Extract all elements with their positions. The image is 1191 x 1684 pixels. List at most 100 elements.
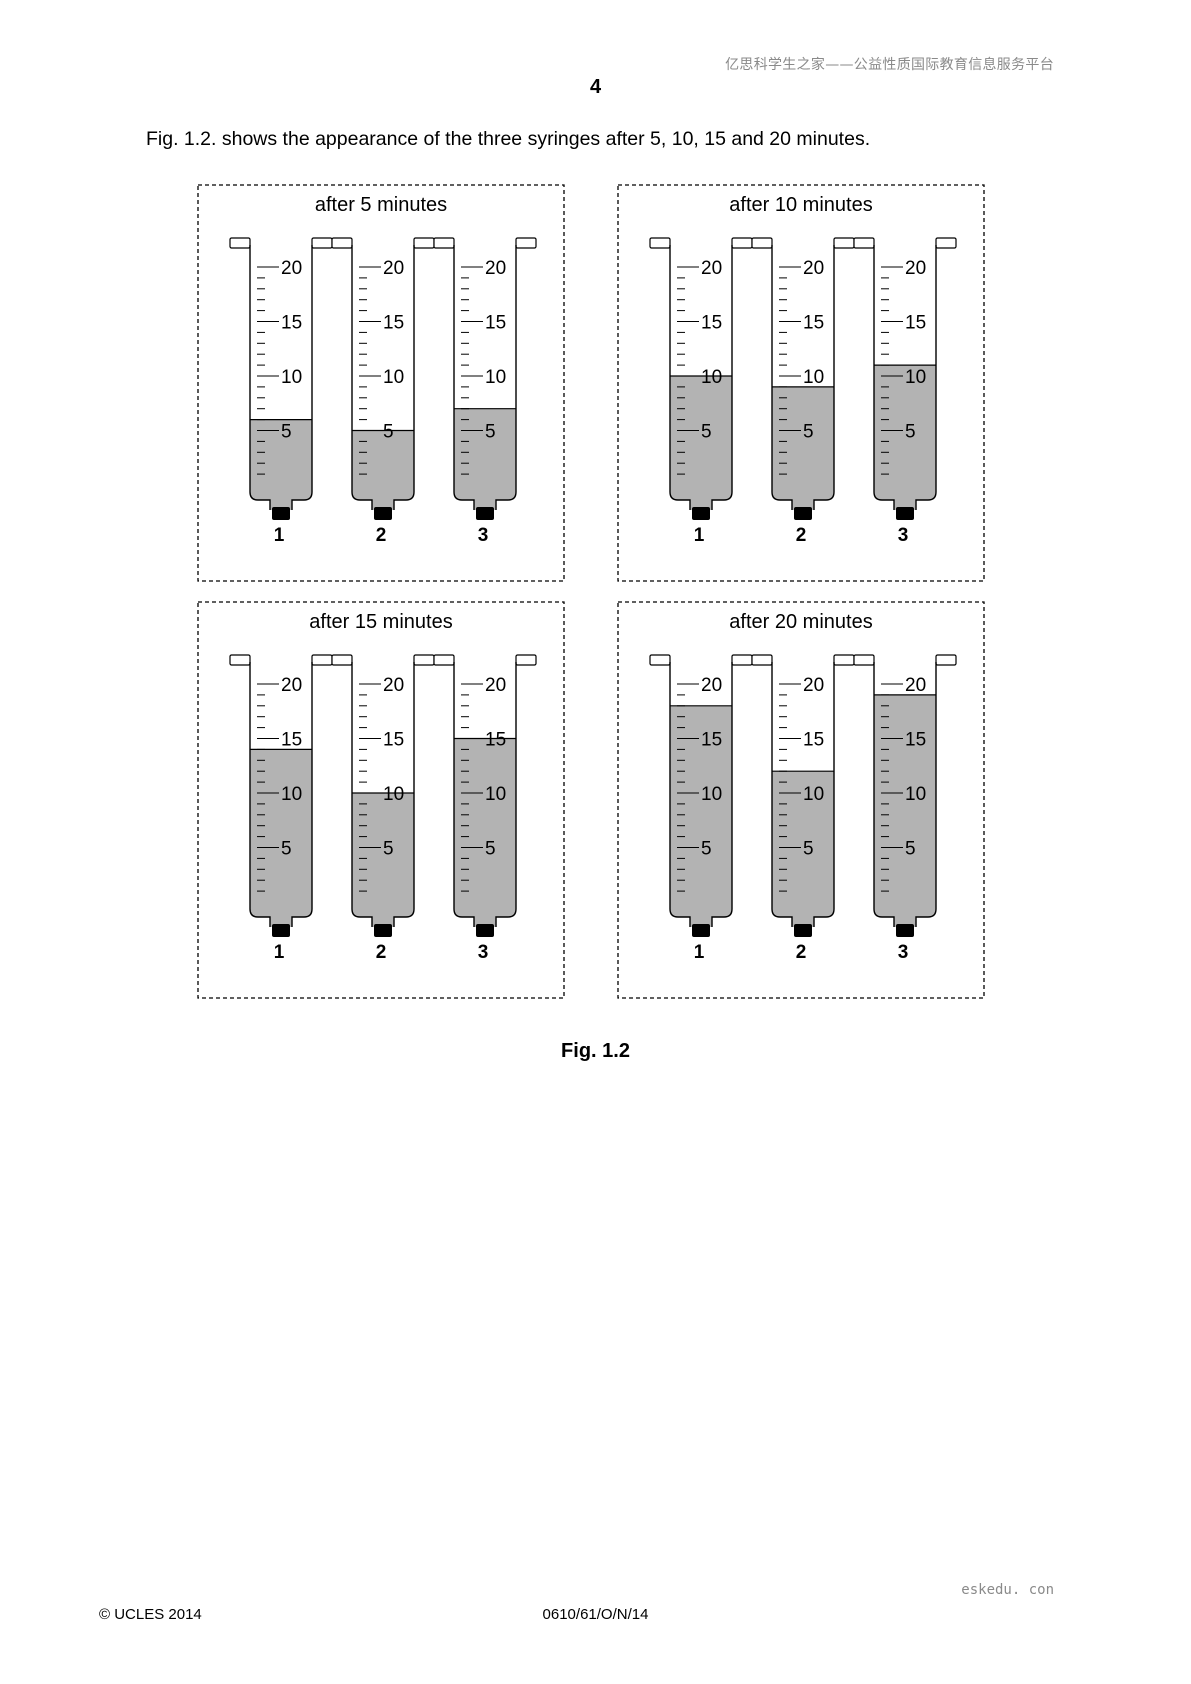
panel-title: after 10 minutes <box>729 194 872 216</box>
scale-label: 10 <box>383 367 404 388</box>
syringe-number: 1 <box>694 942 705 963</box>
scale-label: 20 <box>905 258 926 279</box>
scale-label: 5 <box>701 839 712 860</box>
scale-label: 15 <box>281 313 302 334</box>
panel-title: after 15 minutes <box>309 611 452 633</box>
scale-label: 10 <box>803 367 824 388</box>
syringe-cap <box>692 507 710 520</box>
syringe-figure: after 5 minutes510152015101520251015203a… <box>197 184 985 999</box>
scale-label: 5 <box>281 422 292 443</box>
syringe-1: 5 10 15 20 1 <box>649 237 753 546</box>
panel-border <box>617 184 985 582</box>
scale-label: 10 <box>803 784 824 805</box>
scale-label: 15 <box>905 730 926 751</box>
syringe-flange <box>853 237 875 249</box>
syringe-cap <box>896 507 914 520</box>
syringe-fill <box>454 408 516 510</box>
syringe-cap <box>272 924 290 937</box>
scale-label: 10 <box>485 367 506 388</box>
scale-label: 15 <box>383 730 404 751</box>
syringe-cap <box>374 507 392 520</box>
syringe-number: 2 <box>376 942 387 963</box>
syringe-fill <box>454 738 516 927</box>
syringe-barrel <box>771 662 835 927</box>
figure-caption: Fig. 1.2 <box>561 1040 630 1062</box>
syringe-flange <box>433 654 455 666</box>
scale-label: 5 <box>485 839 496 860</box>
syringe-cap <box>272 507 290 520</box>
scale-label: 5 <box>701 422 712 443</box>
scale-label: 15 <box>701 730 722 751</box>
scale-label: 10 <box>905 784 926 805</box>
syringe-fill <box>250 749 312 927</box>
syringe-fill <box>250 419 312 510</box>
syringe-barrel <box>771 245 835 510</box>
scale-label: 10 <box>701 367 722 388</box>
syringe-flange <box>515 237 537 249</box>
header-watermark: 亿思科学生之家——公益性质国际教育信息服务平台 <box>725 57 1054 73</box>
scale-label: 20 <box>485 675 506 696</box>
scale-label: 5 <box>485 422 496 443</box>
scale-label: 20 <box>383 258 404 279</box>
syringe-number: 3 <box>478 942 489 963</box>
syringe-barrel <box>453 245 517 510</box>
syringe-fill <box>874 365 936 510</box>
syringe-fill <box>874 694 936 927</box>
syringe-barrel <box>453 662 517 927</box>
scale-label: 20 <box>701 258 722 279</box>
syringe-flange <box>311 654 333 666</box>
syringe-cap <box>476 507 494 520</box>
syringe-barrel <box>873 245 937 510</box>
scale-label: 15 <box>803 730 824 751</box>
scale-label: 15 <box>905 313 926 334</box>
scale-label: 10 <box>281 784 302 805</box>
scale-label: 20 <box>281 675 302 696</box>
syringe-flange <box>331 237 353 249</box>
syringe-barrel <box>669 245 733 510</box>
syringe-flange <box>853 654 875 666</box>
panel-border <box>197 184 565 582</box>
syringe-number: 1 <box>274 525 285 546</box>
syringe-number: 2 <box>376 525 387 546</box>
scale-label: 20 <box>701 675 722 696</box>
scale-label: 5 <box>803 839 814 860</box>
syringe-flange <box>229 654 251 666</box>
scale-label: 10 <box>905 367 926 388</box>
syringe-fill <box>772 771 834 927</box>
scale-label: 20 <box>383 675 404 696</box>
scale-label: 5 <box>803 422 814 443</box>
syringe-flange <box>433 237 455 249</box>
syringe-flange <box>751 237 773 249</box>
panel-border <box>197 601 565 999</box>
syringe-flange <box>731 654 753 666</box>
scale-label: 20 <box>281 258 302 279</box>
panel-title: after 5 minutes <box>315 194 447 216</box>
syringe-barrel <box>351 662 415 927</box>
syringe-cap <box>692 924 710 937</box>
syringe-flange <box>649 237 671 249</box>
scale-label: 15 <box>485 730 506 751</box>
syringe-fill <box>352 430 414 510</box>
syringe-flange <box>935 237 957 249</box>
scale-label: 15 <box>485 313 506 334</box>
scale-label: 20 <box>905 675 926 696</box>
scale-label: 15 <box>701 313 722 334</box>
panel-border <box>617 601 985 999</box>
syringe-cap <box>794 507 812 520</box>
syringe-number: 1 <box>694 525 705 546</box>
scale-label: 5 <box>905 839 916 860</box>
syringe-cap <box>794 924 812 937</box>
syringe-fill <box>670 376 732 510</box>
syringe-flange <box>833 654 855 666</box>
syringe-barrel <box>669 662 733 927</box>
syringe-flange <box>413 237 435 249</box>
